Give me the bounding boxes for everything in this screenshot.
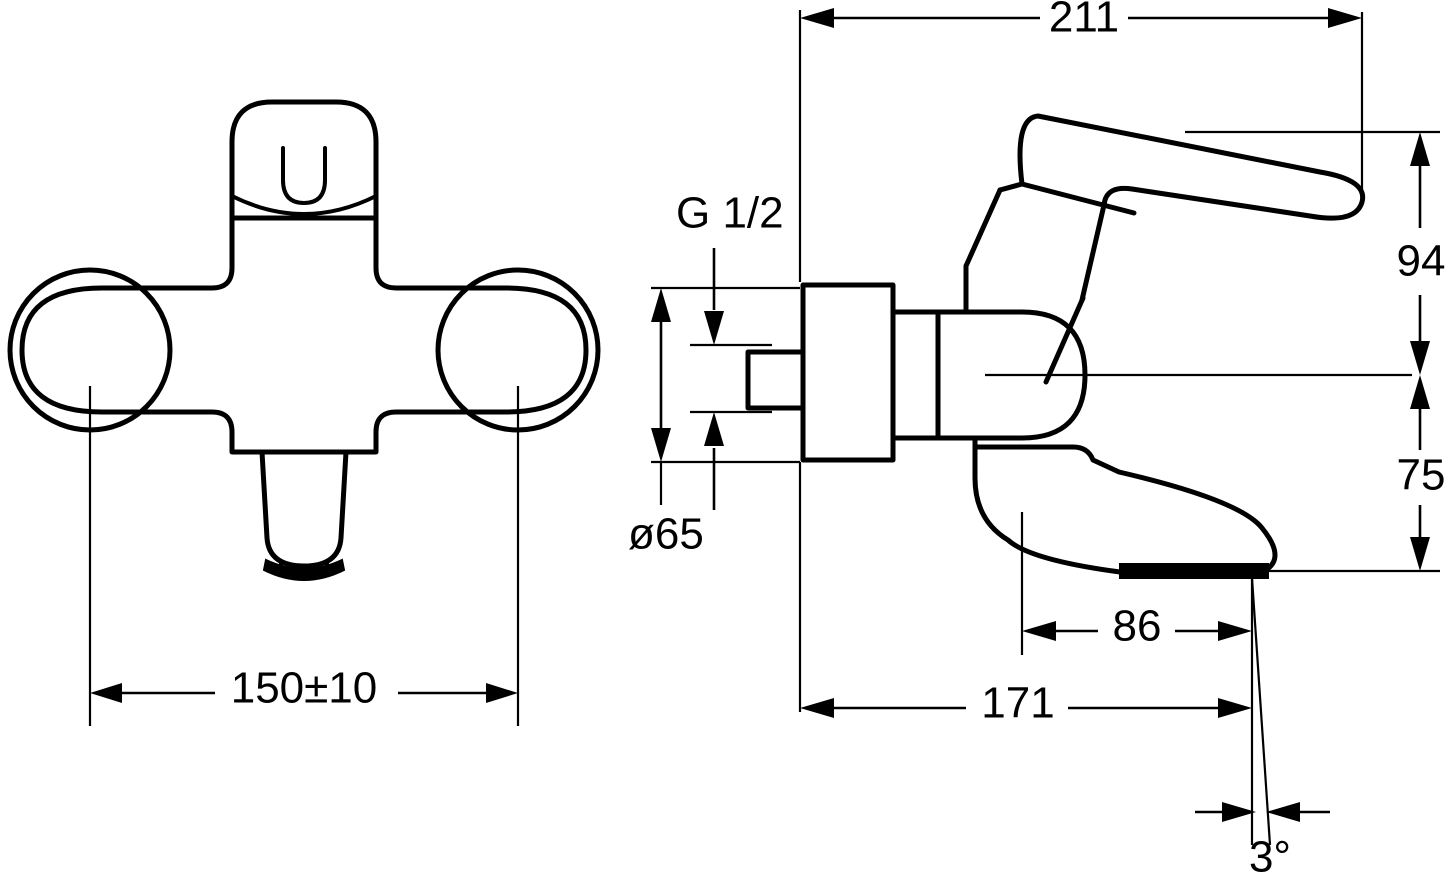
dim-g12-arrow-top: [704, 311, 724, 345]
lever-neck-left: [963, 187, 1003, 269]
dim-3deg-angled-ref: [1250, 577, 1272, 846]
spout-front-outline: [259, 449, 349, 569]
dim-65-arrow-bottom: [651, 428, 671, 462]
dim-171-arrow-right: [1218, 698, 1252, 718]
dim-94-arrow-top: [1410, 132, 1430, 166]
dimension-150: 150±10: [90, 664, 518, 713]
dimension-diameter-65: ø65: [628, 286, 800, 559]
dimension-171: 171: [800, 679, 1252, 728]
handle-cap-outline: [229, 99, 379, 221]
wall-flange-rect: [800, 282, 896, 463]
front-view: 150±10: [7, 99, 601, 726]
dimension-86: 86: [1020, 512, 1252, 655]
side-view: 211 94 75: [628, 0, 1445, 882]
dim-3deg-arrow-left: [1222, 802, 1256, 822]
dim-65-arrow-top: [651, 288, 671, 322]
dimension-thread-g12: G 1/2: [676, 189, 784, 510]
dim-3deg-arrow-right: [1266, 802, 1300, 822]
aerator-slots: [279, 561, 329, 576]
body-outline: [19, 215, 589, 455]
dim-94-arrow-bottom: [1410, 341, 1430, 375]
inlet-nipple: [745, 349, 806, 411]
dimension-211: 211: [800, 0, 1364, 200]
spout-aerator-plate: [1119, 563, 1269, 579]
dim-94-label: 94: [1397, 237, 1446, 286]
spout-side-outline: [972, 435, 1278, 575]
dim-86-arrow-left: [1022, 621, 1056, 641]
dimension-angle-3deg: 3°: [1195, 577, 1330, 882]
dim-75-arrow-bottom: [1410, 537, 1430, 571]
dim-150-arrow-left: [90, 683, 122, 703]
handle-cap-seam: [230, 194, 378, 216]
dim-171-label: 171: [981, 679, 1054, 728]
dim-150-label: 150±10: [231, 664, 378, 713]
lever-neck-top: [997, 181, 1025, 193]
dimension-75: 75: [1260, 375, 1446, 573]
dim-211-label: 211: [1049, 0, 1119, 42]
dim-75-label: 75: [1397, 451, 1446, 500]
dim-211-arrow-left: [800, 8, 834, 28]
dim-g12-label: G 1/2: [676, 189, 784, 238]
dim-g12-arrow-bottom: [704, 412, 724, 446]
dim-86-label: 86: [1113, 602, 1162, 651]
dim-211-arrow-right: [1328, 8, 1362, 28]
lever-handle-seam-upper: [1019, 181, 1137, 216]
dim-150-arrow-right: [486, 683, 518, 703]
lever-handle-outline: [1017, 113, 1366, 303]
dim-65-label: ø65: [628, 510, 704, 559]
dimension-94: 94: [1185, 130, 1446, 375]
dim-171-arrow-left: [800, 698, 834, 718]
dim-86-arrow-right: [1218, 621, 1252, 641]
dim-3deg-label: 3°: [1249, 833, 1291, 882]
lever-neck-right: [1043, 295, 1086, 385]
dim-75-arrow-top: [1410, 375, 1430, 409]
handle-u-symbol: [281, 146, 327, 205]
